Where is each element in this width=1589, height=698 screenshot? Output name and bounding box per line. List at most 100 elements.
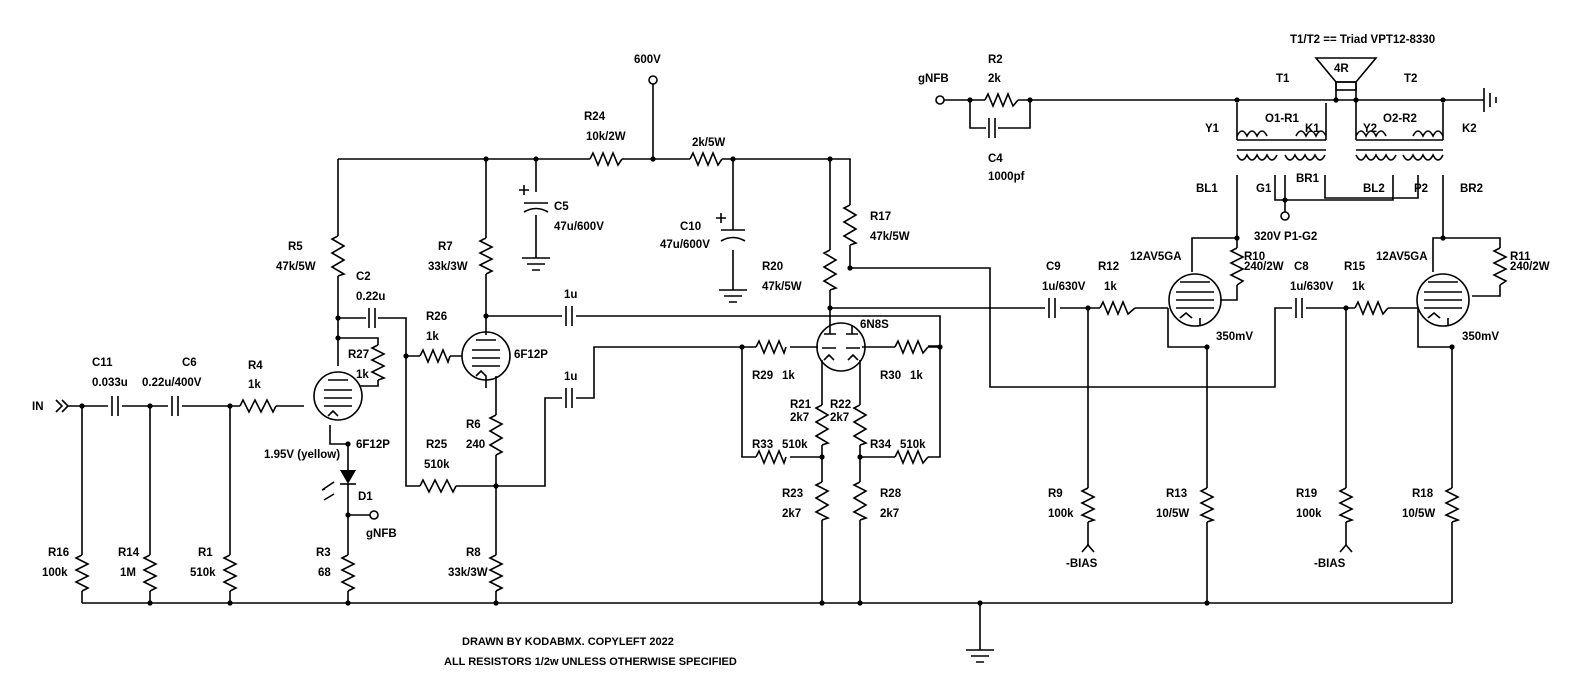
c8-name: C8 [1294, 261, 1309, 273]
label-bias1: -BIAS [1066, 558, 1098, 570]
junctions [79, 97, 1455, 606]
label-br2: BR2 [1460, 183, 1483, 195]
r3-name: R3 [316, 547, 331, 559]
c1ua-symbol [565, 306, 573, 326]
c10-value: 47u/600V [660, 239, 710, 251]
bias-arrow-icon [1081, 543, 1095, 553]
r25-name: R25 [426, 439, 448, 451]
c1ub-symbol [565, 388, 573, 408]
r6-value: 240 [466, 439, 485, 451]
r16-name: R16 [48, 547, 69, 559]
r14-name: R14 [118, 547, 140, 559]
label-o1r1: O1-R1 [1265, 113, 1299, 125]
r11-value: 240/2W [1510, 261, 1550, 273]
label-k1: K1 [1305, 123, 1320, 135]
c10-symbol [720, 229, 746, 242]
r25-symbol [419, 478, 457, 494]
r34-value: 510k [900, 439, 926, 451]
c8-symbol [1295, 298, 1303, 318]
r16-value: 100k [42, 567, 68, 579]
r7-name: R7 [438, 241, 453, 253]
c1ua-value: 1u [564, 289, 577, 301]
r7-symbol [478, 237, 494, 275]
gnfb-terminal-in [935, 95, 945, 105]
r24-value: 10k/2W [586, 131, 626, 143]
r12-symbol [1099, 299, 1136, 317]
r27-symbol [370, 344, 387, 381]
r26-name: R26 [426, 311, 447, 323]
c6-name: C6 [182, 357, 197, 369]
r22-name: R22 [830, 399, 851, 411]
resistor-symbols [74, 91, 1508, 592]
r2k5w-symbol [689, 150, 723, 168]
label-tube5: 12AV5GA [1376, 251, 1428, 263]
gnfb-terminal-out [369, 510, 379, 520]
r20-symbol [822, 249, 838, 291]
tube-symbols [313, 273, 1470, 421]
label-tube4: 12AV5GA [1130, 251, 1182, 263]
r18-name: R18 [1412, 488, 1434, 500]
r33-symbol [755, 448, 787, 466]
r22-value: 2k7 [830, 412, 849, 424]
g2-terminal [1280, 211, 1290, 221]
r21-symbol [814, 404, 830, 446]
r6-symbol [488, 414, 504, 456]
r23-symbol [814, 481, 831, 521]
r8-symbol [488, 554, 504, 592]
label-d1: D1 [358, 491, 373, 503]
label-speaker: 4R [1334, 63, 1349, 75]
r29-symbol [755, 338, 787, 356]
transformer-symbols [1236, 57, 1444, 161]
r13-symbol [1199, 487, 1216, 523]
c2-symbol [368, 308, 376, 328]
r15-value: 1k [1352, 281, 1365, 293]
r17-symbol [842, 204, 858, 246]
r19-symbol [1338, 487, 1355, 523]
r1-symbol [222, 554, 238, 592]
d1-led [321, 470, 356, 501]
r17-value: 47k/5W [870, 231, 910, 243]
label-195v: 1.95V (yellow) [264, 449, 340, 461]
r13-value: 10/5W [1156, 508, 1189, 520]
r30-name: R30 [880, 370, 901, 382]
c11-name: C11 [92, 357, 113, 369]
c8-value: 1u/630V [1290, 281, 1334, 293]
r9-symbol [1080, 487, 1097, 523]
r33-value: 510k [782, 439, 808, 451]
r30-value: 1k [910, 370, 923, 382]
r2-symbol [984, 91, 1019, 109]
wires [68, 82, 1501, 650]
r16-symbol [74, 554, 90, 592]
r28-symbol [852, 481, 869, 521]
c5-value: 47u/600V [554, 221, 604, 233]
r5-value: 47k/5W [276, 261, 316, 273]
label-g1: G1 [1256, 183, 1272, 195]
r5-symbol [330, 235, 346, 277]
r34-symbol [894, 448, 929, 466]
label-tube3: 6N8S [860, 319, 889, 331]
c4-symbol [988, 118, 996, 138]
c9-value: 1u/630V [1042, 281, 1086, 293]
label-o2r2: O2-R2 [1383, 113, 1417, 125]
c5-symbol [523, 202, 549, 213]
r27-value: 1k [356, 369, 369, 381]
r4-symbol [239, 398, 277, 414]
r2k5w-value: 2k/5W [692, 137, 725, 149]
ground-icon [522, 257, 550, 271]
c1ub-value: 1u [564, 371, 577, 383]
r9-name: R9 [1048, 488, 1063, 500]
r21-name: R21 [790, 399, 812, 411]
r20-name: R20 [762, 261, 783, 273]
label-t2: T2 [1404, 73, 1417, 85]
v600-terminal [648, 75, 658, 85]
r10-value: 240/2W [1244, 261, 1284, 273]
r21-value: 2k7 [790, 412, 809, 424]
label-600v: 600V [634, 54, 661, 66]
label-in: IN [32, 401, 44, 413]
label-350mv-2: 350mV [1462, 331, 1499, 343]
r25-value: 510k [424, 459, 450, 471]
tube4-envelope [1168, 273, 1222, 327]
r23-value: 2k7 [782, 508, 801, 520]
tube5-envelope [1416, 273, 1470, 327]
